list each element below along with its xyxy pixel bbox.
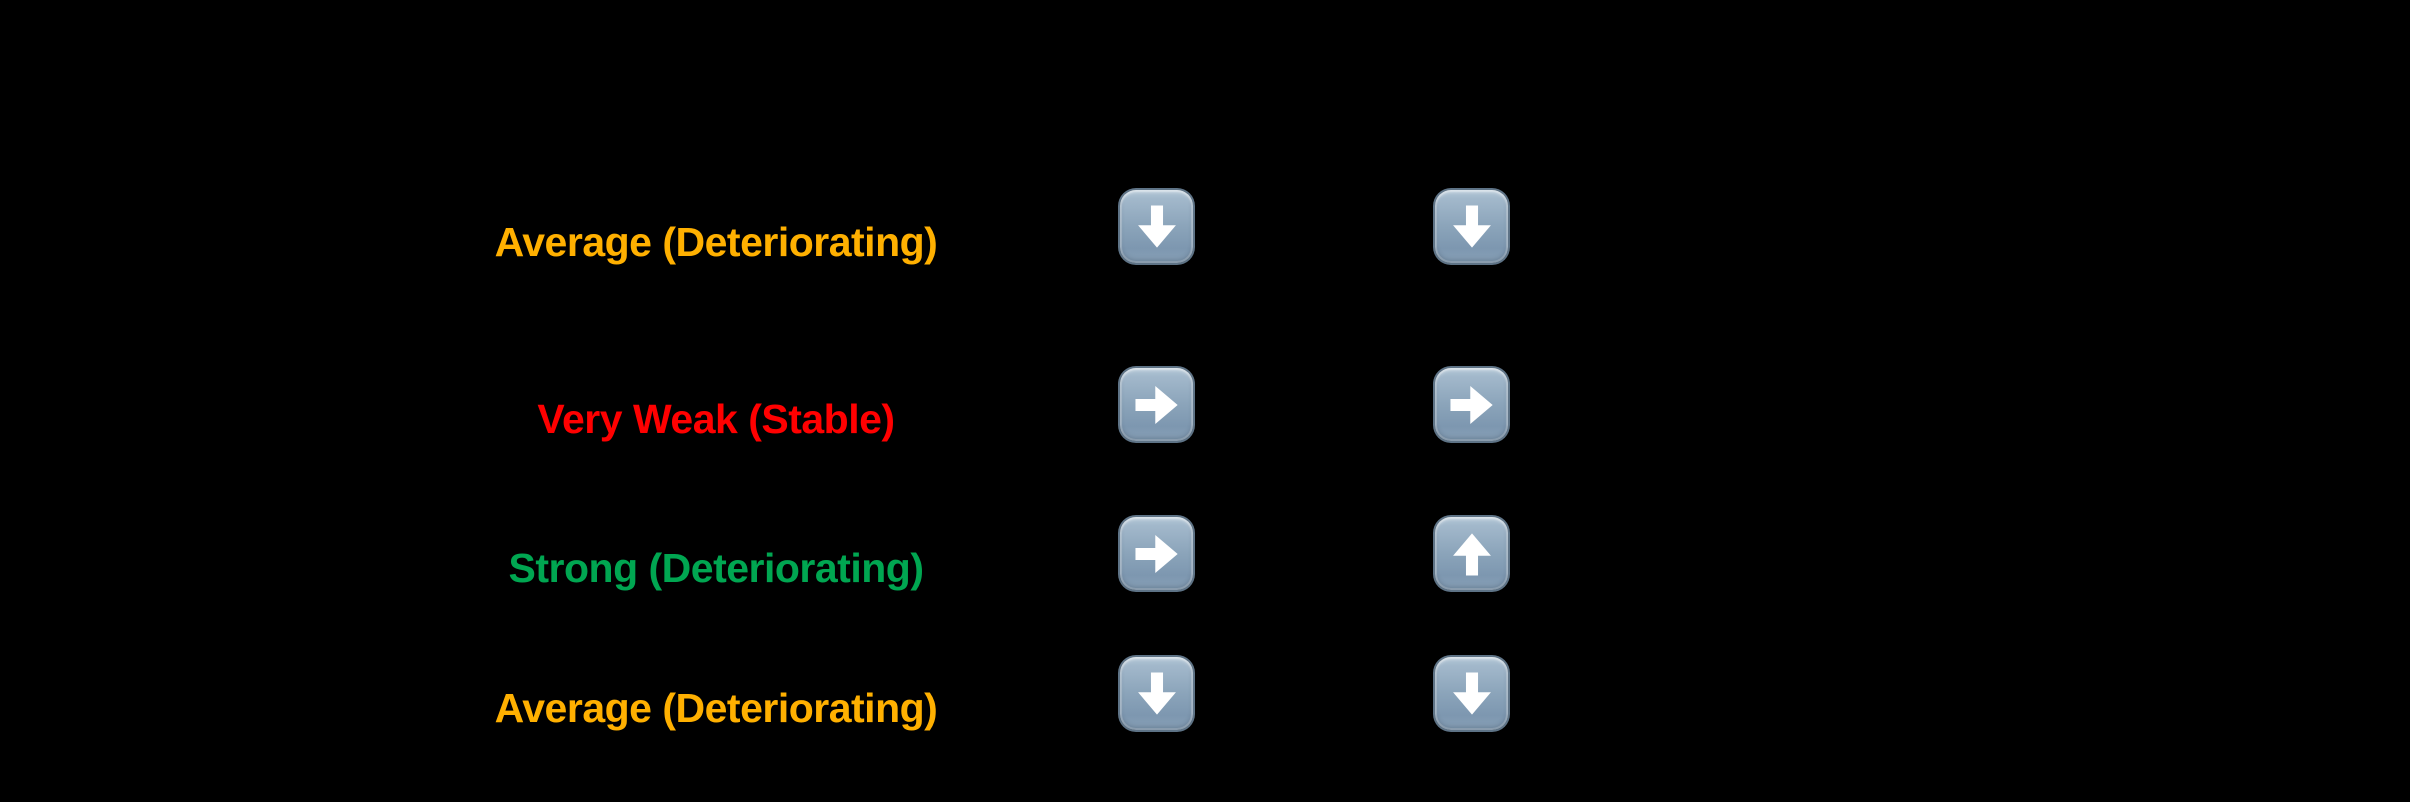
arrow-glyph [1134, 534, 1178, 573]
down-arrow-icon [1435, 190, 1508, 263]
down-arrow-icon [1120, 657, 1193, 730]
down-arrow-icon [1120, 190, 1193, 263]
right-arrow-icon [1120, 368, 1193, 441]
arrow-glyph [1134, 385, 1178, 424]
arrow-glyph [1137, 204, 1176, 248]
up-arrow-icon [1435, 517, 1508, 590]
arrow-glyph [1452, 204, 1491, 248]
assessment-label: Average (Deteriorating) [494, 685, 938, 731]
right-arrow-icon [1120, 517, 1193, 590]
arrow-glyph [1452, 671, 1491, 715]
assessment-label: Average (Deteriorating) [494, 219, 938, 265]
arrow-glyph [1449, 385, 1493, 424]
down-arrow-icon [1435, 657, 1508, 730]
arrow-glyph [1452, 532, 1491, 576]
assessment-label: Strong (Deteriorating) [508, 545, 924, 591]
right-arrow-icon [1435, 368, 1508, 441]
assessment-label: Very Weak (Stable) [537, 396, 895, 442]
arrow-glyph [1137, 671, 1176, 715]
